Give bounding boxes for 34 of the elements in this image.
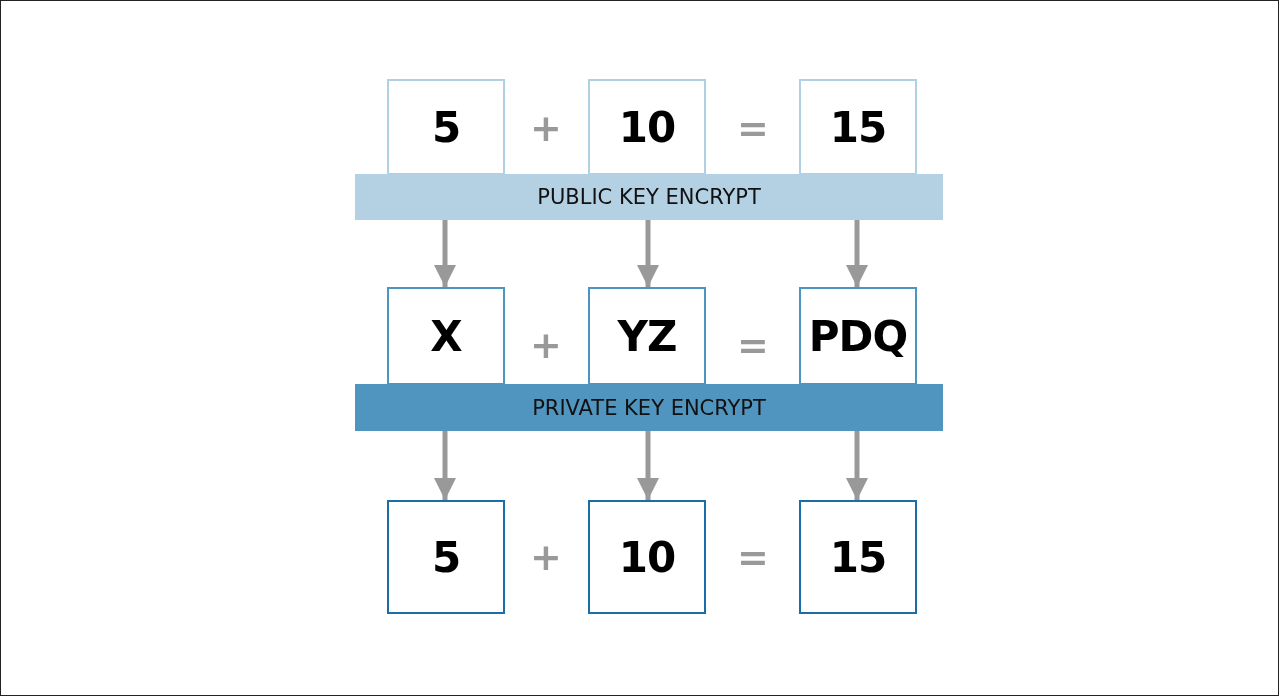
step-band: [355, 384, 943, 431]
value-box: [799, 500, 917, 614]
step-label: PUBLIC KEY ENCRYPT: [537, 185, 761, 209]
arrow: [434, 431, 456, 500]
value-box: [799, 79, 917, 175]
value-text: YZ: [617, 311, 677, 361]
value-text: 10: [618, 102, 676, 152]
value-box: [387, 500, 505, 614]
value-text: X: [430, 311, 462, 361]
value-text: 15: [829, 532, 887, 582]
arrow: [637, 220, 659, 287]
value-text: PDQ: [808, 311, 908, 361]
operator-sign: =: [737, 326, 769, 364]
value-box: [588, 287, 706, 385]
arrow: [637, 431, 659, 500]
step-label: PRIVATE KEY ENCRYPT: [532, 395, 766, 420]
value-box: [387, 79, 505, 175]
arrow: [846, 431, 868, 500]
value-box: [387, 287, 505, 385]
value-text: 15: [829, 102, 887, 152]
operator-sign: +: [530, 326, 562, 364]
value-box: [588, 500, 706, 614]
step-band: [355, 174, 943, 220]
arrow: [434, 220, 456, 287]
arrow: [846, 220, 868, 287]
operator-sign: =: [737, 109, 769, 147]
value-text: 5: [431, 532, 461, 582]
operator-sign: +: [530, 538, 562, 576]
value-box: [588, 79, 706, 175]
operator-sign: +: [530, 109, 562, 147]
value-text: 5: [431, 102, 461, 152]
operator-sign: =: [737, 538, 769, 576]
value-box: [799, 287, 917, 385]
value-text: 10: [618, 532, 676, 582]
